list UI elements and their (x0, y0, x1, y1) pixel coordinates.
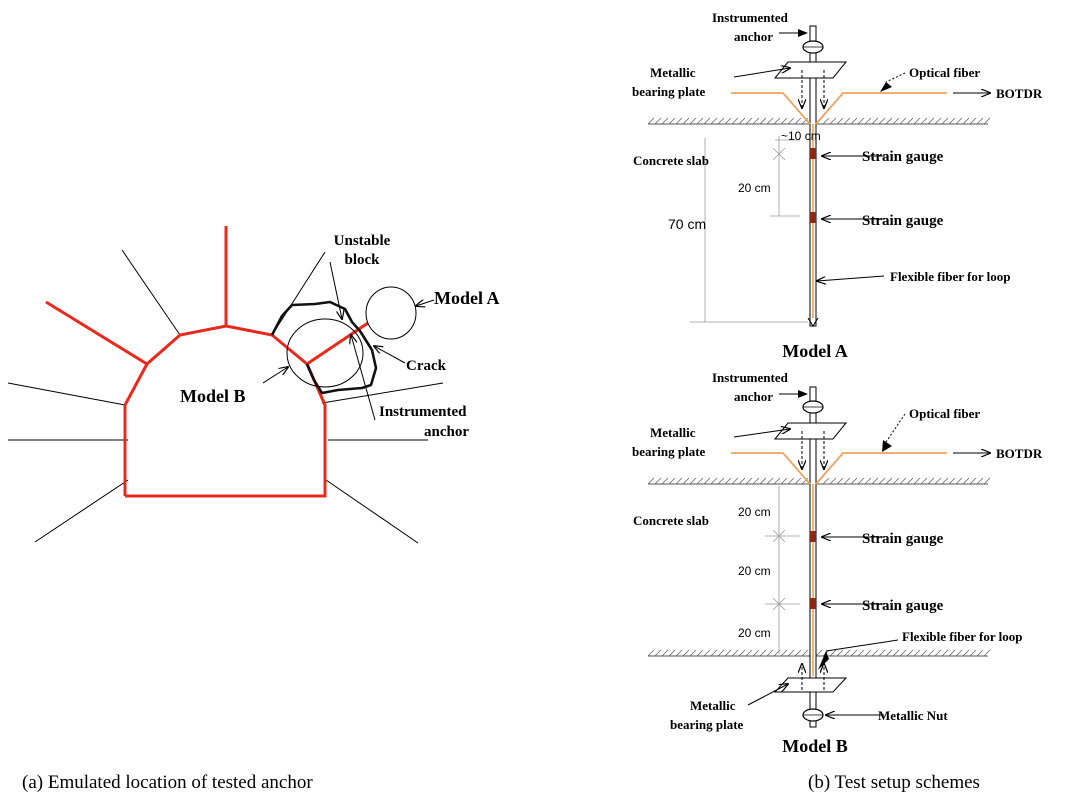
a-dim-gauge: 20 cm (738, 181, 771, 195)
b-strain-gauge-2: Strain gauge (862, 598, 944, 614)
caption-a: (a) Emulated location of tested anchor (22, 772, 313, 793)
b-title: Model B (782, 736, 848, 756)
a-loop-fiber: Flexible fiber for loop (890, 269, 1010, 284)
b-dim-1: 20 cm (738, 505, 771, 519)
instrumented-anchor-label-1: Instrumented (379, 404, 467, 420)
unstable-block-label-1: Unstable (334, 233, 391, 249)
instrumented-anchor-label-2: anchor (424, 424, 469, 440)
b-plate-bottom-2: bearing plate (670, 717, 744, 732)
b-nut: Metallic Nut (878, 708, 948, 723)
b-instr-anchor-2: anchor (734, 389, 773, 404)
ground-hatch (647, 477, 991, 485)
b-dim-2: 20 cm (738, 564, 771, 578)
panel-a: Unstable block Model A Crack Model B Ins… (7, 226, 500, 793)
model-a-ellipse (365, 286, 417, 340)
b-botdr: BOTDR (996, 446, 1043, 461)
a-dim-total: 70 cm (668, 216, 706, 232)
caption-b: (b) Test setup schemes (808, 772, 980, 793)
a-optical-fiber: Optical fiber (909, 65, 980, 80)
model-b-label: Model B (180, 386, 246, 406)
rock-anchors (7, 249, 444, 544)
model-a-scheme: ~10 cm 20 cm 70 cm Instrumented anchor M… (632, 10, 1043, 361)
a-dim-top: ~10 cm (781, 129, 821, 143)
a-instr-anchor-1: Instrumented (712, 10, 789, 25)
model-b-ellipse (286, 318, 364, 388)
b-instr-anchor-1: Instrumented (712, 370, 789, 385)
a-instr-anchor-2: anchor (734, 29, 773, 44)
b-optical-fiber: Optical fiber (909, 406, 980, 421)
b-strain-gauge-1: Strain gauge (862, 531, 944, 547)
a-strain-gauge-2: Strain gauge (862, 213, 944, 229)
b-loop-fiber: Flexible fiber for loop (902, 629, 1022, 644)
ground-hatch (647, 649, 991, 657)
b-plate-bottom-1: Metallic (690, 698, 736, 713)
b-plate-1: Metallic (650, 425, 696, 440)
crack-label: Crack (406, 358, 447, 374)
b-plate-2: bearing plate (632, 444, 706, 459)
a-plate-2: bearing plate (632, 84, 706, 99)
tunnel-profile (45, 226, 369, 498)
a-title: Model A (782, 341, 848, 361)
model-b-scheme: 20 cm 20 cm 20 cm Instrumented anchor Me… (632, 370, 1043, 756)
b-dim-3: 20 cm (738, 626, 771, 640)
unstable-block-label-2: block (344, 252, 380, 268)
a-strain-gauge-1: Strain gauge (862, 149, 944, 165)
a-plate-1: Metallic (650, 65, 696, 80)
unstable-block-outline (270, 300, 378, 395)
a-concrete-slab: Concrete slab (633, 153, 709, 168)
a-botdr: BOTDR (996, 86, 1043, 101)
model-a-label: Model A (434, 288, 500, 308)
b-concrete-slab: Concrete slab (633, 513, 709, 528)
